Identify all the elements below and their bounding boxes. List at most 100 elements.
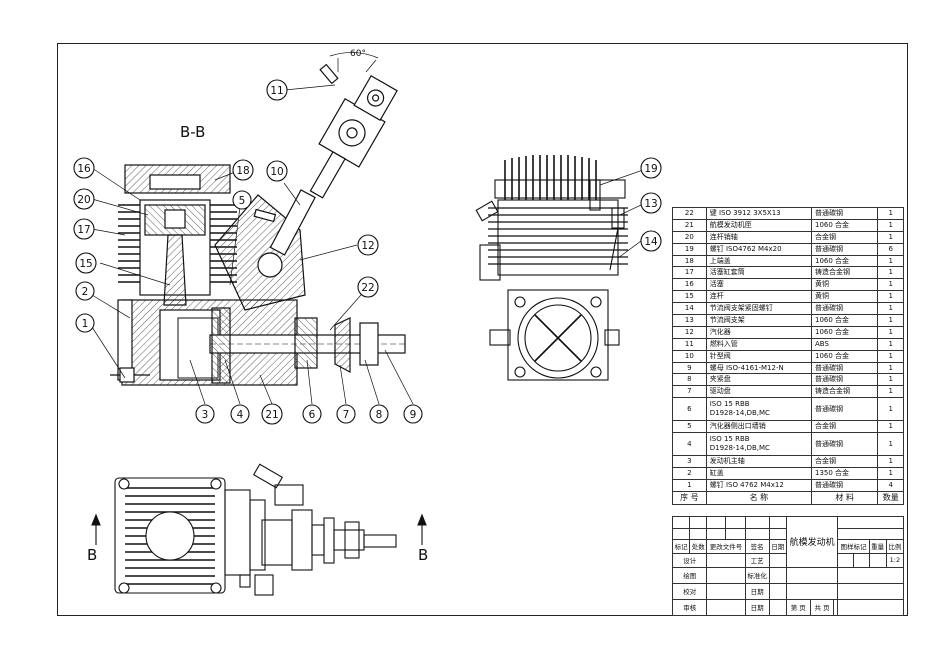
svg-text:20: 20 <box>77 194 90 206</box>
balloon-3: 3 <box>195 404 215 424</box>
parts-list-material: 普通碳钢 <box>810 397 879 422</box>
tb-drawing: 绘图 <box>671 566 708 584</box>
side-view <box>475 155 628 381</box>
parts-list-material: 普通碳钢 <box>810 478 879 492</box>
svg-text:6: 6 <box>309 409 316 421</box>
tb-scale: 比例 <box>885 539 905 554</box>
parts-list-qty: 1 <box>877 302 904 316</box>
balloon-2: 2 <box>75 281 95 301</box>
parts-list-name: 螺母 ISO-4161-M12-N <box>705 361 812 375</box>
parts-list-qty: 4 <box>877 478 904 492</box>
tb-date: 日期 <box>768 539 787 554</box>
parts-list-no: 10 <box>672 349 707 363</box>
tb-sign: 签名 <box>744 539 770 554</box>
svg-text:17: 17 <box>77 224 90 236</box>
section-view-bb <box>110 52 406 386</box>
parts-list-name: ISO 15 RBB D1928-14,DB,MC <box>705 397 812 422</box>
balloon-19: 19 <box>640 157 662 179</box>
parts-list-header-qty: 数量 <box>877 490 904 505</box>
tb-scale-value: 1:2 <box>885 552 905 568</box>
top-view <box>91 463 427 596</box>
parts-list-no: 2 <box>672 467 707 480</box>
parts-list-no: 8 <box>672 373 707 387</box>
tb-doc: 更改文件号 <box>706 539 746 554</box>
parts-list-qty: 1 <box>877 266 904 280</box>
tb-design: 设计 <box>671 552 708 568</box>
balloon-21: 21 <box>261 403 283 425</box>
parts-list-name: 汽化器侧出口墙销 <box>705 420 812 434</box>
parts-list-no: 13 <box>672 314 707 327</box>
tb-standard: 标准化 <box>744 566 770 584</box>
balloon-4: 4 <box>230 404 250 424</box>
parts-list-qty: 1 <box>877 278 904 292</box>
parts-list-name: 螺钉 ISO 4762 M4x12 <box>705 478 812 492</box>
parts-list-qty: 1 <box>877 314 904 327</box>
parts-list-name: 键 ISO 3912 3X5X13 <box>705 207 812 220</box>
tb-process: 工艺 <box>744 552 770 568</box>
tb-weight: 重量 <box>868 539 887 554</box>
parts-list-qty: 1 <box>877 254 904 268</box>
parts-list-no: 5 <box>672 420 707 434</box>
parts-list-material: 1350 合金 <box>810 467 879 480</box>
balloon-10: 10 <box>266 160 288 182</box>
balloons-main-view: 1 2 3 4 5 6 7 8 9 10 11 12 15 16 17 18 2… <box>73 79 423 425</box>
parts-list-material: 普通碳钢 <box>810 242 879 256</box>
tb-date2: 日期 <box>744 598 770 617</box>
balloon-13: 13 <box>640 192 662 214</box>
parts-list-material: 普通碳钢 <box>810 302 879 316</box>
parts-list-qty: 1 <box>877 337 904 351</box>
balloon-18: 18 <box>232 159 254 181</box>
drawing-border <box>57 43 908 616</box>
side-leaders <box>599 169 644 259</box>
parts-list-no: 17 <box>672 266 707 280</box>
parts-list-name: 发动机主轴 <box>705 455 812 469</box>
parts-list-material: 1060 合金 <box>810 314 879 327</box>
svg-text:2: 2 <box>82 286 89 298</box>
tb-date1: 日期 <box>744 582 770 600</box>
parts-list-material: ABS <box>810 337 879 351</box>
svg-text:18: 18 <box>236 165 249 177</box>
svg-text:3: 3 <box>202 409 209 421</box>
parts-list-qty: 1 <box>877 290 904 304</box>
svg-text:15: 15 <box>79 258 92 270</box>
balloon-8: 8 <box>369 404 389 424</box>
parts-list-no: 7 <box>672 385 707 399</box>
parts-list-qty: 1 <box>877 420 904 434</box>
balloon-5: 5 <box>232 190 252 210</box>
title-block: 航模发动机 标记 处数 更改文件号 签名 日期 图样标记 重量 比例 设计 工艺… <box>671 516 905 617</box>
parts-list-qty: 1 <box>877 218 904 232</box>
balloon-1: 1 <box>75 313 95 333</box>
svg-text:12: 12 <box>361 240 374 252</box>
parts-list-qty: 1 <box>877 467 904 480</box>
balloon-20: 20 <box>73 188 95 210</box>
parts-list-name: 缸盖 <box>705 467 812 480</box>
parts-list-header-material: 材 料 <box>810 490 879 505</box>
balloons-side-view: 13 14 19 <box>640 157 662 252</box>
tb-mark: 标记 <box>671 539 691 554</box>
parts-list-name: 燃料入管 <box>705 337 812 351</box>
parts-list-name: 上端盖 <box>705 254 812 268</box>
parts-list-qty: 1 <box>877 455 904 469</box>
product-name: 航模发动机 <box>785 516 839 568</box>
svg-text:21: 21 <box>265 409 278 421</box>
parts-list-qty: 1 <box>877 397 904 422</box>
tb-review: 审核 <box>671 598 708 617</box>
balloon-12: 12 <box>357 234 379 256</box>
svg-text:11: 11 <box>270 85 283 97</box>
balloon-7: 7 <box>336 404 356 424</box>
parts-list-material: 黄铜 <box>810 278 879 292</box>
parts-list-qty: 1 <box>877 385 904 399</box>
